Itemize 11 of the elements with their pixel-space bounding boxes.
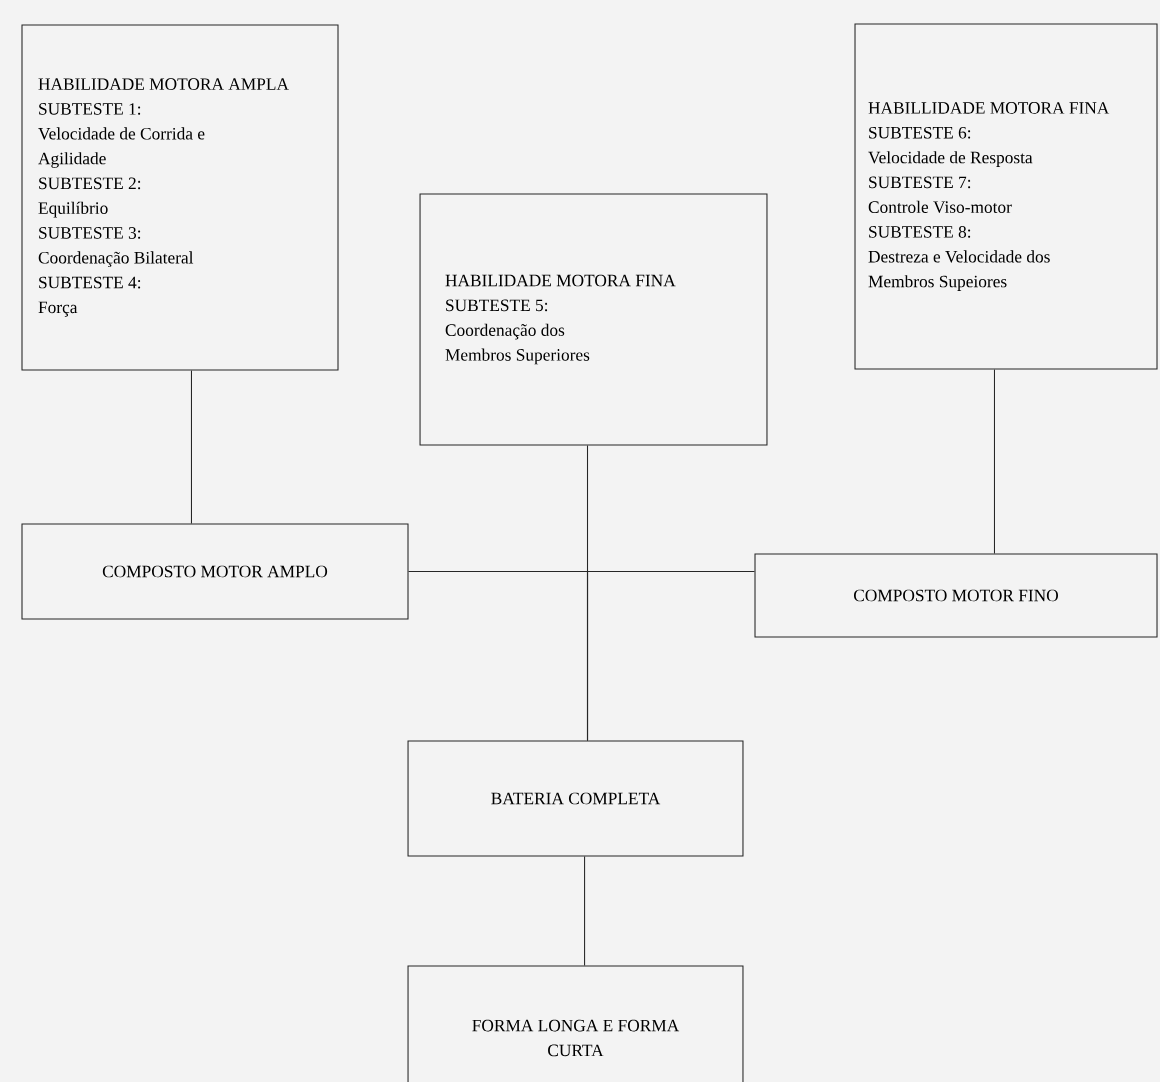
- subtest-box: HABILIDADE MOTORA FINA SUBTESTE 5: Coordenação dos Membros Superiores: [419, 193, 768, 446]
- connector-line: [190, 370, 192, 525]
- subtest-box: HABILIDADE MOTORA AMPLA SUBTESTE 1: Velocidade de Corrida e Agilidade SUBTESTE 2: Equilíbrio SUBTESTE 3: Coordenação Bilateral SUBTESTE 4: Força: [21, 24, 339, 371]
- connector-line: [993, 369, 995, 555]
- category-box: BATERIA COMPLETA: [407, 740, 744, 857]
- category-box: COMPOSTO MOTOR FINO: [754, 553, 1158, 638]
- category-box: COMPOSTO MOTOR AMPLO: [21, 523, 409, 620]
- connector-line: [584, 855, 586, 966]
- connector-line: [586, 570, 755, 742]
- category-box: FORMA LONGA E FORMA CURTA: [407, 965, 744, 1082]
- subtest-box: HABILLIDADE MOTORA FINA SUBTESTE 6: Velocidade de Resposta SUBTESTE 7: Controle Viso-motor SUBTESTE 8: Destreza e Velocidade dos Membros Supeiores: [854, 23, 1158, 370]
